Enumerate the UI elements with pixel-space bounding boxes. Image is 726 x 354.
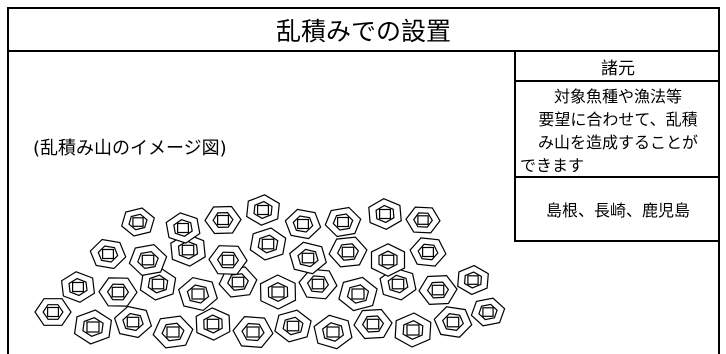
illustration-panel: (乱積み山のイメージ図) (9, 52, 514, 354)
hexagonal-block (152, 315, 194, 349)
hexagonal-block (313, 314, 353, 350)
hexagonal-block (165, 212, 201, 244)
hexagonal-block (298, 268, 338, 300)
spec-areas: 島根、長崎、鹿児島 (516, 178, 720, 242)
hexagonal-block (195, 307, 231, 341)
spec-description-line: み山を造成することが (537, 133, 698, 152)
hexagonal-block (338, 276, 378, 312)
hexagonal-block (409, 237, 447, 267)
spec-description-line: 対象魚種や漁法等 (553, 87, 682, 106)
random-stack-illustration (34, 194, 506, 350)
hexagonal-block (204, 205, 242, 235)
hexagonal-block (394, 312, 432, 348)
hexagonal-block (274, 309, 312, 343)
spec-header: 諸元 (516, 52, 720, 82)
hexagonal-block (98, 277, 138, 307)
hexagonal-block (170, 233, 206, 267)
hexagonal-block (128, 243, 168, 277)
hexagonal-block (89, 238, 127, 270)
hexagonal-block (246, 194, 280, 226)
hexagonal-block (60, 271, 96, 303)
hexagonal-block (324, 206, 362, 238)
hexagonal-block (259, 274, 297, 310)
hexagonal-block (178, 276, 218, 312)
hexagonal-block (370, 243, 406, 277)
hexagonal-block (121, 207, 155, 237)
page-title: 乱積みでの設置 (9, 9, 718, 52)
hexagonal-block (470, 297, 506, 327)
hexagonal-block (405, 206, 441, 234)
hexagonal-block (208, 245, 248, 275)
hexagonal-block (353, 308, 393, 340)
spec-panel: 諸元 対象魚種や漁法等 要望に合わせて、乱積 み山を造成することが できます 島… (514, 52, 720, 242)
hexagonal-block (113, 305, 153, 339)
document-frame: 乱積みでの設置 (乱積み山のイメージ図) 諸元 対象魚種や漁法等 要望に合わせて… (7, 7, 720, 354)
hexagonal-block (232, 315, 274, 349)
hexagonal-block (249, 227, 287, 261)
hexagonal-block (418, 274, 458, 306)
hexagonal-block (289, 241, 327, 275)
illustration-caption: (乱積み山のイメージ図) (33, 138, 227, 159)
hexagonal-block (34, 298, 72, 326)
spec-description: 対象魚種や漁法等 要望に合わせて、乱積 み山を造成することが できます (516, 82, 720, 178)
hexagonal-block (328, 236, 368, 268)
hexagonal-block (73, 309, 113, 345)
hexagonal-block (284, 208, 322, 240)
hexagonal-block (457, 264, 489, 296)
spec-description-line: できます (520, 156, 585, 175)
hexagonal-block (368, 198, 402, 230)
hexagonal-block (433, 306, 473, 338)
spec-description-line: 要望に合わせて、乱積 (538, 110, 698, 129)
